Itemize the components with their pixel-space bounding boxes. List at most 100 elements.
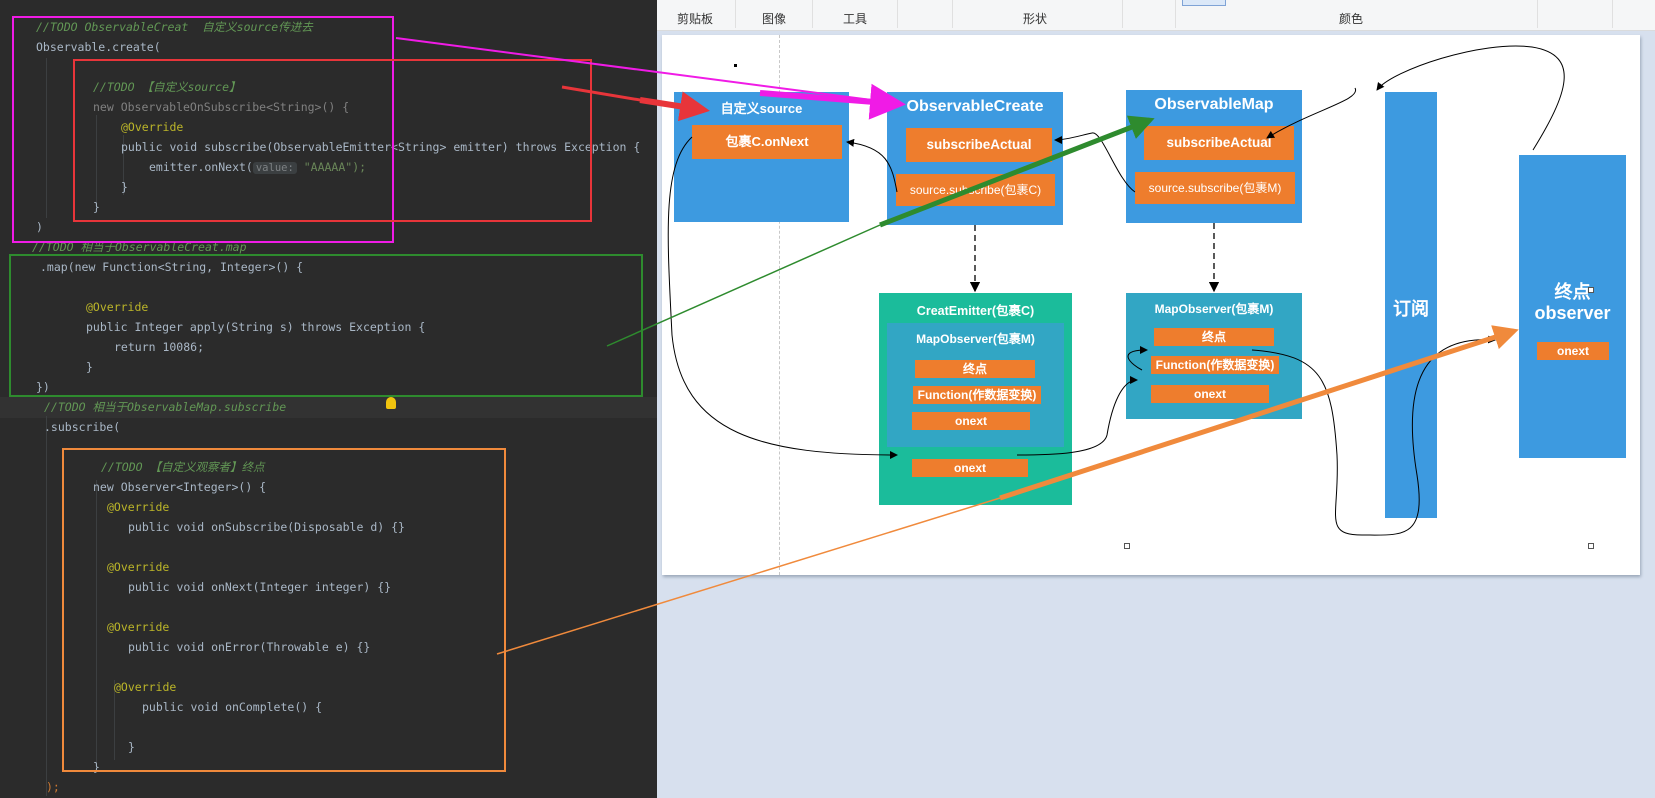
code-line: emitter.onNext(value: "AAAAA");: [149, 157, 366, 177]
ribbon-group-image[interactable]: 图像: [762, 12, 787, 26]
paint-window: 剪贴板 图像 工具 形状 颜色 自定义source 包裹C.onNext Obs…: [657, 0, 1655, 798]
ribbon-separator: [812, 0, 813, 28]
code-text: new Observer<Integer>() {: [93, 480, 267, 494]
code-line: return 10086;: [114, 337, 204, 357]
code-line: }: [86, 357, 93, 377]
code-line: public void onSubscribe(Disposable d) {}: [128, 517, 405, 537]
code-text: public void onNext(Integer integer) {}: [128, 580, 392, 594]
emitter-onext: onext: [912, 459, 1028, 477]
code-line: public Integer apply(String s) throws Ex…: [86, 317, 425, 337]
map-source-subscribe: source.subscribe(包裹M): [1135, 172, 1295, 204]
code-line: public void onComplete() {: [142, 697, 322, 717]
code-text: emitter.onNext(: [149, 160, 253, 174]
map-observer-box: MapObserver(包裹M) 终点 Function(作数据变换) onex…: [1126, 293, 1302, 419]
ribbon-separator: [897, 0, 898, 28]
observer-title-line1: 终点: [1554, 282, 1591, 302]
code-line: //TODO 相当于ObservableMap.subscribe: [44, 397, 286, 417]
code-line: @Override: [107, 557, 169, 577]
creat-emitter-box: CreatEmitter(包裹C) MapObserver(包裹M) 终点 Fu…: [879, 293, 1072, 505]
indent-guide: [114, 680, 115, 760]
inner-map-observer-title: MapObserver(包裹M): [916, 332, 1035, 346]
observable-map-box: ObservableMap subscribeActual source.sub…: [1126, 90, 1302, 223]
inner-function: Function(作数据变换): [913, 386, 1041, 404]
ribbon-separator: [1537, 0, 1538, 28]
annotation: @Override: [86, 300, 149, 314]
code-line: .subscribe(: [44, 417, 120, 437]
inner-map-observer-box: MapObserver(包裹M) 终点 Function(作数据变换) onex…: [887, 323, 1064, 447]
string-literal: "AAAAA");: [303, 160, 367, 174]
annotation: @Override: [121, 120, 184, 134]
canvas-resize-handle[interactable]: [1588, 287, 1594, 293]
code-line: //TODO 【自定义观察者】终点: [101, 457, 264, 477]
code-text: public void onSubscribe(Disposable d) {}: [128, 520, 405, 534]
code-line: @Override: [114, 677, 176, 697]
ribbon-group-shapes[interactable]: 形状: [1023, 12, 1048, 26]
lightbulb-icon[interactable]: [386, 397, 396, 409]
code-line: @Override: [86, 297, 148, 317]
code-line: @Override: [107, 497, 169, 517]
code-text: }): [36, 380, 50, 394]
code-line: new Observer<Integer>() {: [93, 477, 266, 497]
observable-create-box: ObservableCreate subscribeActual source.…: [887, 92, 1063, 225]
ribbon-separator: [1122, 0, 1123, 28]
observable-map-title: ObservableMap: [1154, 96, 1274, 113]
ribbon-group-clipboard[interactable]: 剪贴板: [677, 12, 714, 26]
canvas-resize-handle[interactable]: [1124, 543, 1130, 549]
indent-guide: [123, 135, 124, 195]
create-source-subscribe: source.subscribe(包裹C): [896, 174, 1055, 206]
map-observer-onext: onext: [1151, 385, 1269, 403]
annotation: @Override: [107, 500, 170, 514]
code-text: public void onError(Throwable e) {}: [128, 640, 371, 654]
inner-endpoint: 终点: [915, 360, 1035, 378]
code-line: public void onNext(Integer integer) {}: [128, 577, 391, 597]
subscribe-bar: 订阅: [1385, 92, 1437, 518]
ribbon-group-tools[interactable]: 工具: [843, 12, 868, 26]
ribbon-separator: [1175, 0, 1176, 28]
code-line: }): [36, 377, 50, 397]
inner-onext: onext: [912, 412, 1030, 430]
indent-guide: [46, 416, 47, 796]
code-line: }: [93, 197, 100, 217]
indent-guide: [96, 480, 97, 770]
observer-onext: onext: [1537, 342, 1609, 360]
annotation: @Override: [114, 680, 177, 694]
code-line: ): [36, 217, 43, 237]
creat-emitter-title: CreatEmitter(包裹C): [916, 304, 1035, 318]
code-line: }: [121, 177, 128, 197]
code-line: }: [93, 757, 100, 777]
code-text: public void onComplete() {: [142, 700, 323, 714]
todo-comment: //TODO 【自定义source】: [93, 80, 241, 94]
code-text: ): [36, 220, 43, 234]
indent-guide: [46, 58, 47, 218]
map-observer-title: MapObserver(包裹M): [1154, 302, 1274, 316]
custom-source-title: 自定义source: [720, 101, 803, 116]
observable-create-title: ObservableCreate: [906, 98, 1044, 115]
magenta-highlight-box: [12, 16, 394, 243]
code-line: @Override: [121, 117, 183, 137]
todo-comment: //TODO 相当于ObservableMap.subscribe: [44, 400, 287, 414]
code-text: }: [93, 200, 100, 214]
ribbon-group-colors[interactable]: 颜色: [1339, 12, 1364, 26]
green-highlight-box: [9, 254, 643, 397]
code-line: }: [128, 737, 135, 757]
annotation: @Override: [107, 620, 170, 634]
code-line: //TODO 【自定义source】: [93, 77, 241, 97]
code-text: new ObservableOnSubscribe<String>() {: [93, 100, 350, 114]
code-text: public void subscribe(ObservableEmitter<…: [121, 140, 641, 154]
drawing-canvas[interactable]: 自定义source 包裹C.onNext ObservableCreate su…: [662, 35, 1640, 575]
code-text: }: [121, 180, 128, 194]
code-line: new ObservableOnSubscribe<String>() {: [93, 97, 349, 117]
code-editor[interactable]: //TODO ObservableCreat 自定义source传进去 Obse…: [0, 0, 657, 798]
canvas-resize-handle[interactable]: [1588, 543, 1594, 549]
subscribe-label: 订阅: [1393, 299, 1429, 319]
selected-color-swatch[interactable]: [1182, 0, 1226, 6]
code-text: public Integer apply(String s) throws Ex…: [86, 320, 426, 334]
code-text: return 10086;: [114, 340, 205, 354]
ribbon-separator: [952, 0, 953, 28]
custom-source-box: 自定义source 包裹C.onNext: [674, 92, 849, 222]
code-line: //TODO 相当于ObservableCreat.map: [32, 237, 247, 257]
todo-comment: //TODO 相当于ObservableCreat.map: [32, 240, 247, 254]
map-subscribe-actual: subscribeActual: [1144, 126, 1294, 160]
code-text: .subscribe(: [44, 420, 121, 434]
code-line: @Override: [107, 617, 169, 637]
